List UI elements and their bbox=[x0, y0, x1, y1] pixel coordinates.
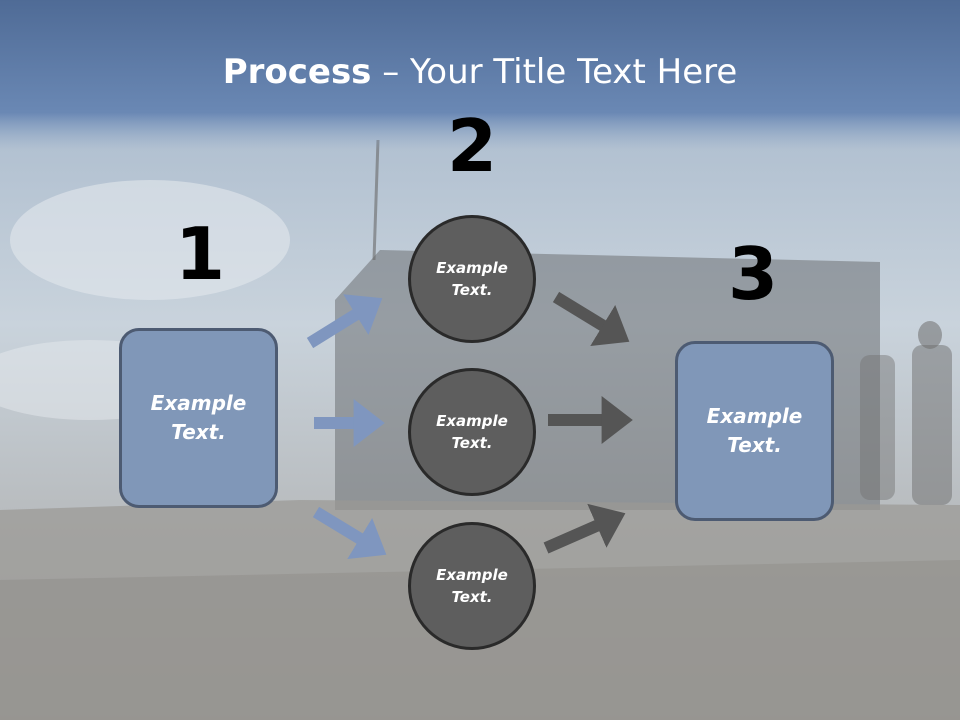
circle-bottom-text: Example Text. bbox=[436, 565, 508, 607]
step-number-2: 2 bbox=[446, 104, 498, 188]
arrow-bottom-to-right bbox=[543, 503, 626, 554]
circle-top-text: Example Text. bbox=[436, 258, 508, 300]
step-3-text: Example Text. bbox=[706, 404, 803, 457]
step-3-box: Example Text. bbox=[675, 341, 834, 521]
arrow-left-to-top bbox=[306, 294, 383, 349]
page-title: Process – Your Title Text Here bbox=[0, 52, 960, 92]
step-number-1: 1 bbox=[174, 212, 226, 296]
arrow-top-to-right bbox=[552, 291, 630, 346]
step-2-circle-middle: Example Text. bbox=[408, 368, 536, 496]
step-1-text: Example Text. bbox=[150, 391, 247, 444]
step-number-3: 3 bbox=[727, 232, 779, 316]
step-1-box: Example Text. bbox=[119, 328, 278, 508]
title-bold: Process bbox=[222, 52, 372, 92]
arrow-left-to-bottom bbox=[312, 506, 387, 560]
step-2-circle-top: Example Text. bbox=[408, 215, 536, 343]
circle-middle-text: Example Text. bbox=[436, 411, 508, 453]
title-rest: – Your Title Text Here bbox=[371, 52, 738, 92]
title-band bbox=[0, 0, 960, 150]
step-2-circle-bottom: Example Text. bbox=[408, 522, 536, 650]
